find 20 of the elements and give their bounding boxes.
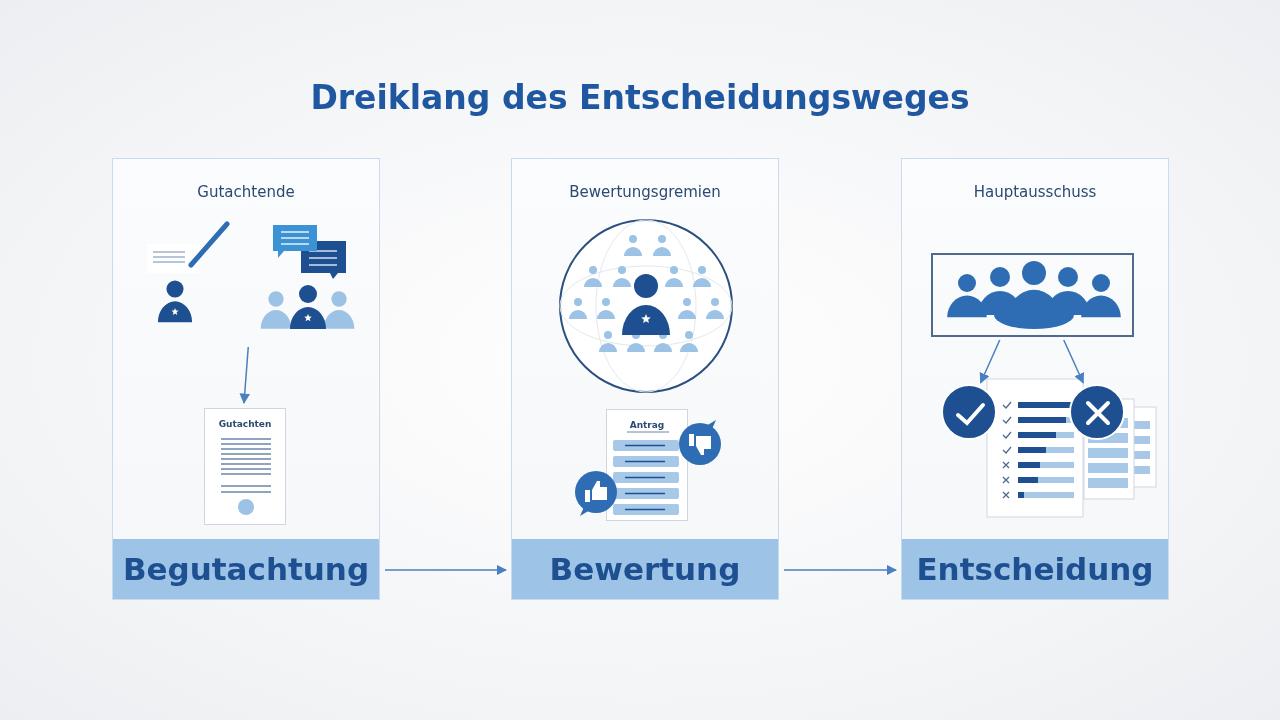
stage-title-bar: Bewertung <box>512 539 778 599</box>
stage-title-bar: Entscheidung <box>902 539 1168 599</box>
document-title: Gutachten <box>217 419 273 429</box>
group-frame <box>931 253 1134 337</box>
document-card <box>606 409 688 521</box>
panel-heading: Bewertungsgremien <box>568 183 722 201</box>
panel-heading: Gutachtende <box>196 183 296 201</box>
stage-panel <box>511 158 779 600</box>
document-card <box>204 408 286 525</box>
panel-heading: Hauptausschuss <box>972 183 1098 201</box>
document-title: Antrag <box>628 420 666 430</box>
arrow <box>783 564 898 576</box>
arrow <box>239 346 250 405</box>
diagram-title: Dreiklang des Entscheidungsweges <box>310 78 970 117</box>
stage-title-bar: Begutachtung <box>113 539 379 599</box>
stage-panel <box>901 158 1169 600</box>
stage-panel <box>112 158 380 600</box>
arrow <box>1063 339 1085 384</box>
arrow <box>384 564 508 576</box>
arrow <box>979 339 1001 384</box>
